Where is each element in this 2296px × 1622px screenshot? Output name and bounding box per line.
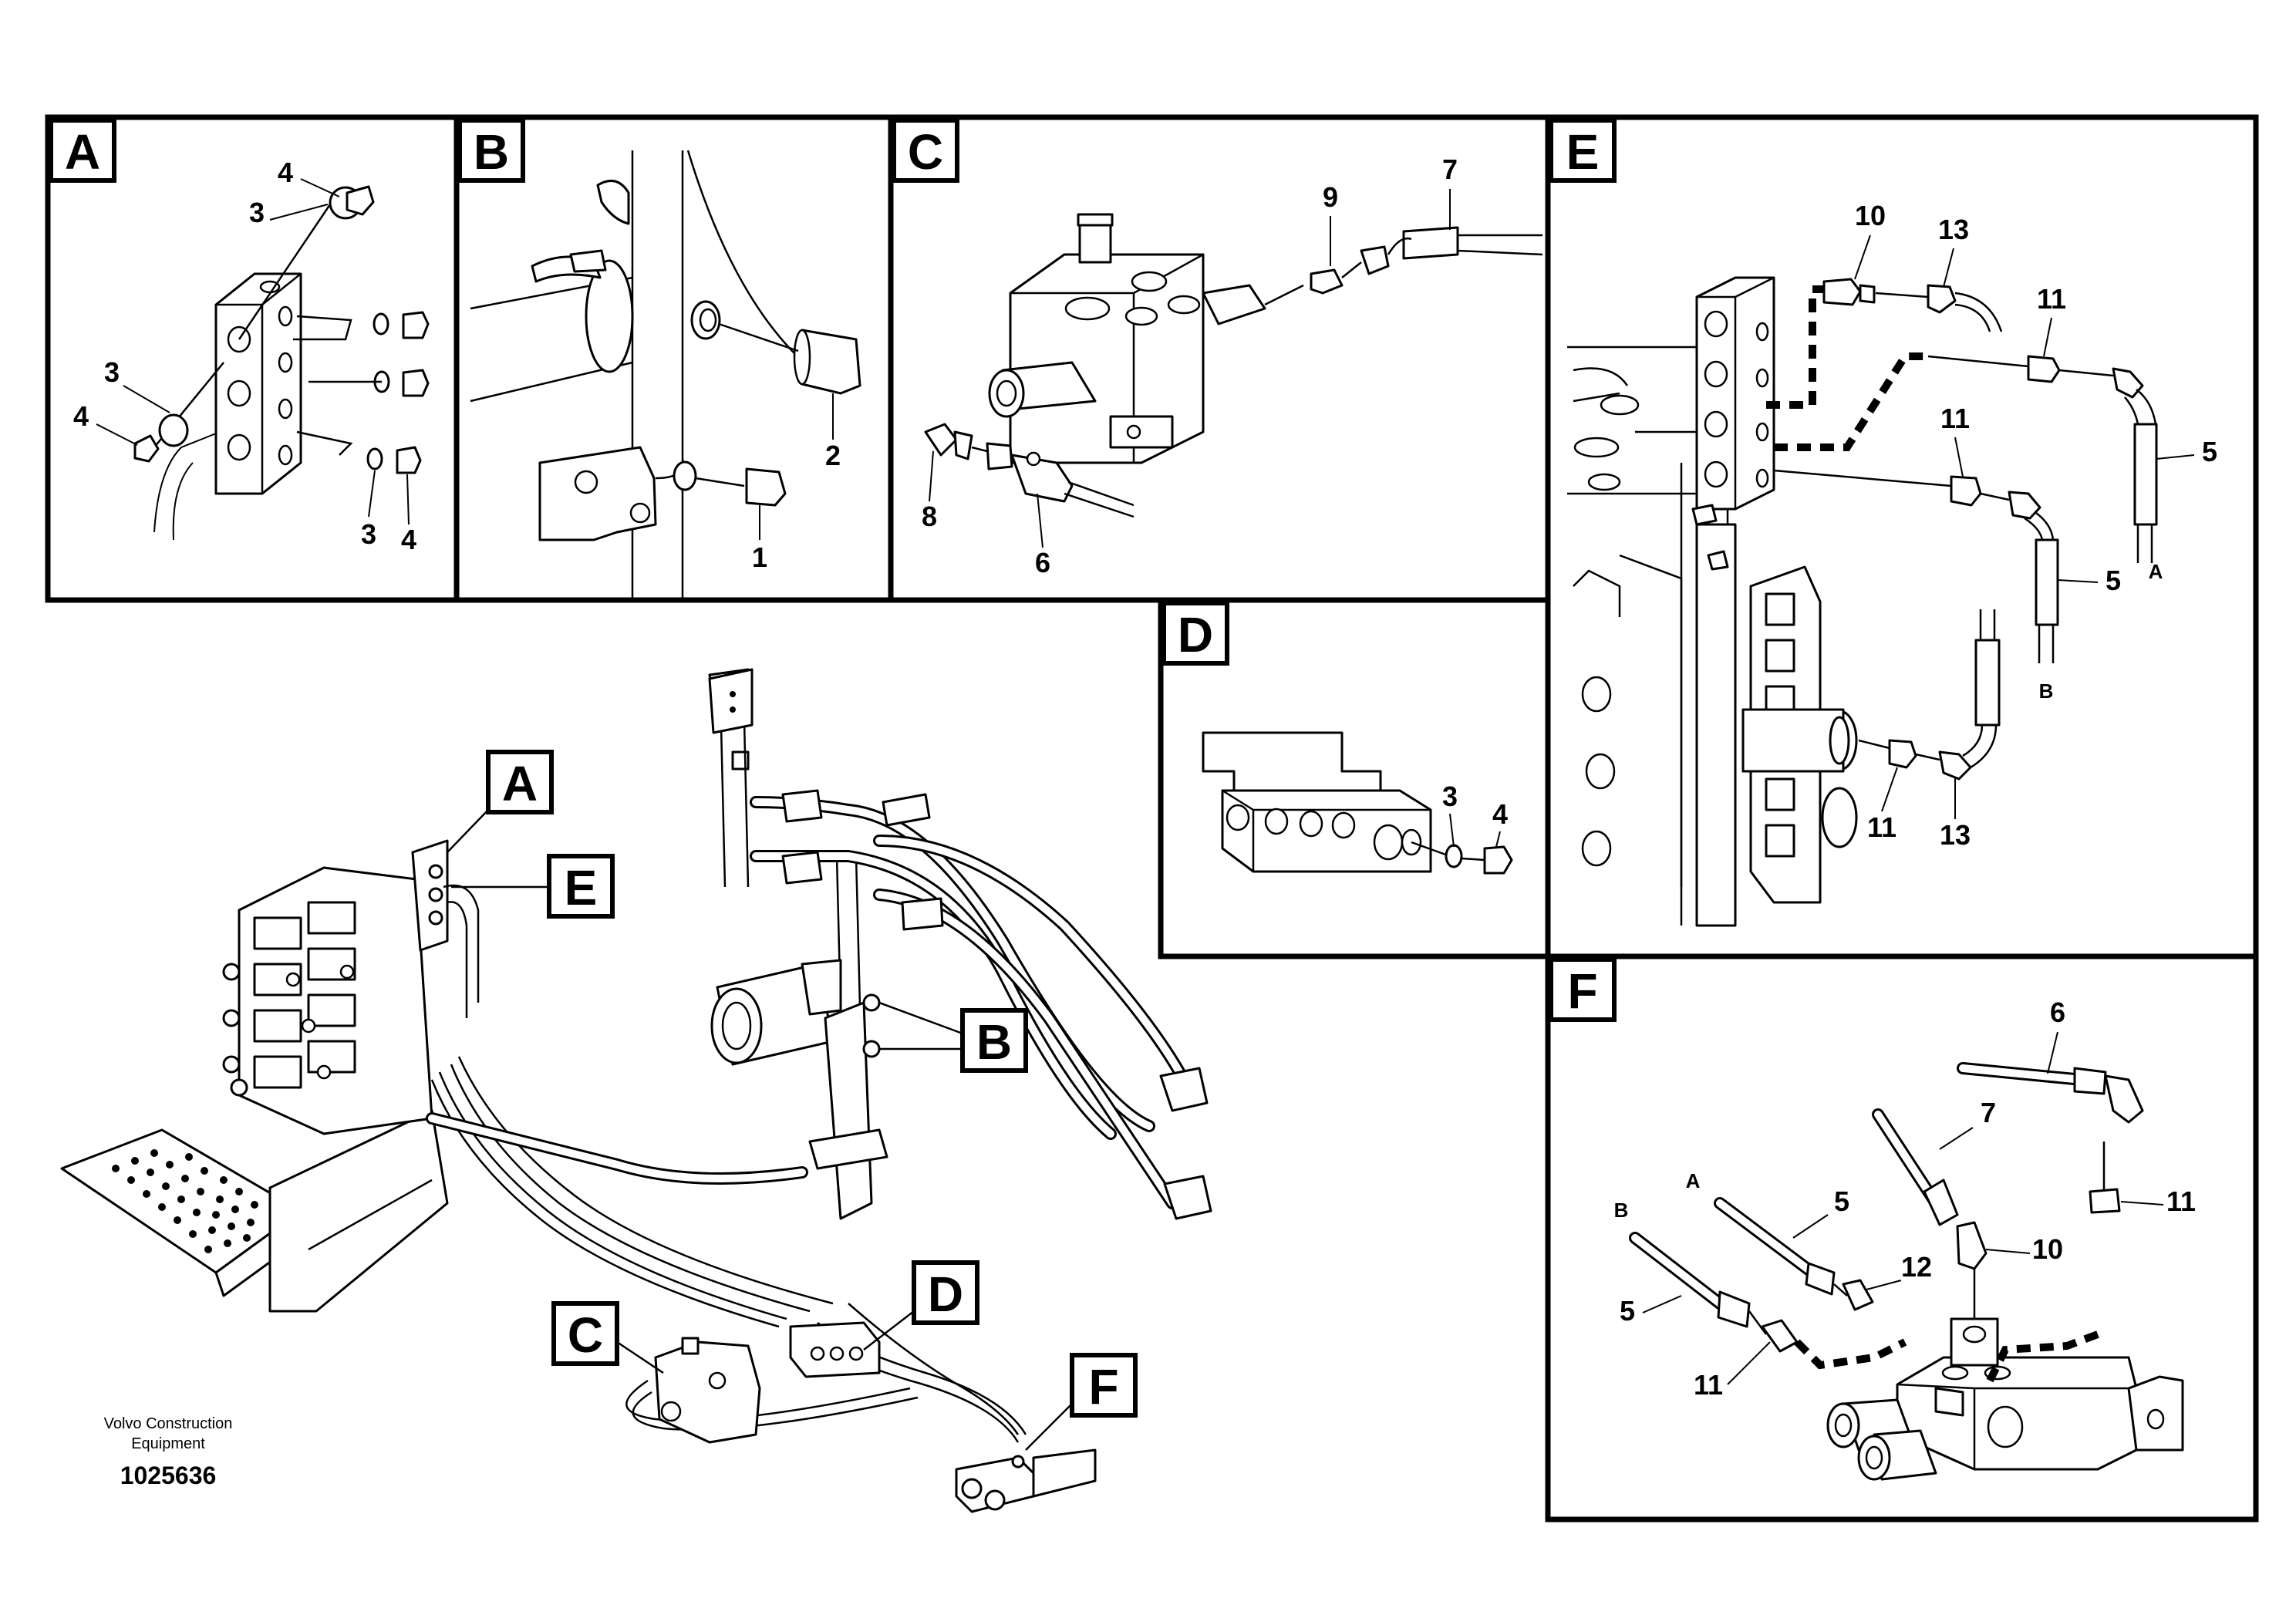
callout-e-11-bottom: 11 [1867,811,1896,843]
panel-c-tag: C [892,118,959,183]
f-hose-end-a-label: A [1686,1169,1701,1192]
callout-e-10: 10 [1855,200,1886,231]
overview-tag-f: F [1025,1353,1138,1451]
callout-e-13-bottom: 13 [1940,819,1971,851]
overview-drawing [60,668,1212,1513]
callout-f-11-lower: 11 [1694,1369,1723,1401]
callout-b-1: 1 [752,541,767,573]
callout-e-5-middle: 5 [2106,565,2121,596]
panel-e-drawing [1567,276,2158,927]
callout-f-11-right: 11 [2166,1185,2196,1217]
panel-a-callouts: 4 3 3 4 3 4 [73,157,416,555]
panel-f-drawing [1629,1062,2184,1481]
drawing-number: 1025636 [120,1462,217,1489]
panel-c-label: C [908,124,943,180]
panel-a-tag: A [49,118,116,183]
panel-e-frame [1545,114,2259,959]
callout-b-2: 2 [825,440,841,471]
overview-tag-d-label: D [928,1266,963,1322]
callout-a-4-left: 4 [73,400,89,432]
callout-a-3-top: 3 [249,197,265,228]
callout-e-11-top: 11 [2037,283,2066,315]
callout-a-4-top: 4 [278,157,293,188]
callout-f-5-lower: 5 [1620,1295,1635,1327]
callout-c-9: 9 [1323,181,1338,213]
panel-e-callouts: 10 13 11 11 5 5 11 13 A B [1854,200,2217,851]
callout-c-8: 8 [922,501,937,532]
callout-e-11-middle: 11 [1940,403,1970,434]
panel-d-tag: D [1161,601,1229,666]
callout-f-12: 12 [1901,1251,1932,1283]
panel-c-callouts: 9 7 8 6 [922,153,1458,578]
overview-tag-e-label: E [565,860,598,916]
overview-tag-c-label: C [568,1307,603,1363]
overview-tag-e: E [451,854,615,919]
panel-a-drawing [133,185,430,541]
panel-c-drawing [924,213,1543,518]
panel-d-drawing [1202,731,1513,875]
panel-e-valve-stack [1741,565,1858,904]
hose-end-b-label: B [2039,679,2054,703]
panel-e-label: E [1566,124,1600,180]
panel-a-label: A [65,124,100,180]
panel-d-frame [1158,597,1551,959]
panel-b-tag: B [457,118,525,183]
overview-tag-d: D [863,1260,979,1351]
panel-f-tag: F [1549,957,1617,1022]
overview-tag-b-label: B [976,1014,1012,1070]
callout-f-7: 7 [1981,1097,1996,1128]
callout-d-4: 4 [1492,798,1508,830]
callout-a-3-bottom: 3 [361,518,376,550]
overview-tag-a: A [447,750,554,853]
panel-f-frame [1545,953,2259,1523]
callout-f-5-upper: 5 [1834,1185,1849,1217]
callout-f-10: 10 [2032,1233,2063,1265]
panel-f-label: F [1567,963,1597,1019]
overview-tag-b: B [878,1001,1028,1073]
caption-company-line2: Equipment [131,1435,205,1452]
f-hose-end-b-label: B [1614,1199,1629,1222]
panel-b-drawing [470,150,861,600]
panel-b-label: B [474,124,509,180]
callout-d-3: 3 [1442,781,1458,812]
panel-b-callouts: 2 1 [752,393,841,573]
callout-e-13: 13 [1938,214,1969,245]
valve-block-details [222,901,356,1097]
panel-d-label: D [1178,607,1213,663]
panel-d-callouts: 3 4 [1442,781,1508,848]
hose-end-a-label: A [2149,560,2163,583]
callout-a-3-left: 3 [104,356,120,388]
step-plate-holes [112,1149,258,1253]
panel-f-callouts: 6 7 5 11 10 12 5 11 A B [1614,996,2196,1401]
callout-f-6: 6 [2050,996,2065,1028]
overview-tag-c: C [551,1301,664,1374]
caption-company-line1: Volvo Construction [104,1415,233,1432]
callout-c-6: 6 [1035,547,1050,578]
overview-tag-f-label: F [1088,1359,1118,1415]
overview-tag-a-label: A [502,756,538,811]
callout-a-4-bottom: 4 [401,524,416,555]
callout-c-7: 7 [1442,153,1458,185]
callout-e-5-right: 5 [2202,436,2217,467]
panel-e-tag: E [1549,118,1617,183]
